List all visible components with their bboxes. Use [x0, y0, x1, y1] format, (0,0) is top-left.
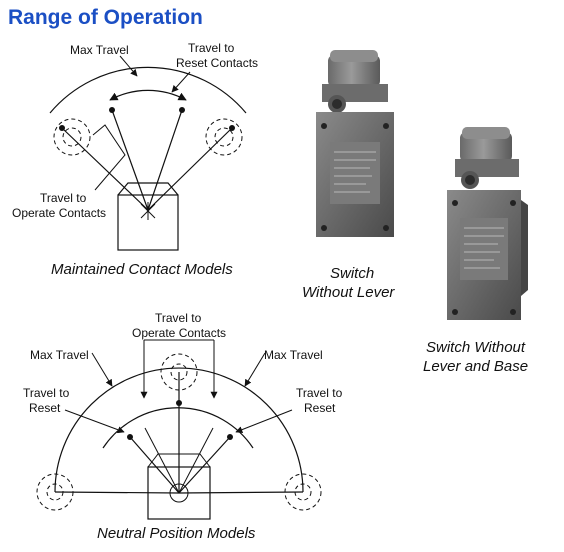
maintained-roller-right: [205, 118, 243, 156]
neutral-reset-leader-right: [235, 409, 293, 433]
maintained-lever-left: [61, 127, 149, 211]
maintained-reset-label-1: Travel to: [188, 41, 235, 55]
maintained-lever-mid-right: [147, 109, 183, 211]
maintained-operate-label-2: Operate Contacts: [12, 206, 106, 220]
maintained-reset-arc: [109, 89, 187, 101]
neutral-position-diagram: Travel to Operate Contacts Max Travel Ma…: [23, 311, 343, 542]
maintained-dot-right: [229, 125, 235, 131]
maintained-max-leader: [119, 55, 138, 77]
maintained-switch-head: [117, 182, 179, 196]
maintained-contact-diagram: Max Travel Travel to Reset Contacts Trav…: [12, 41, 258, 278]
maintained-operate-leader: [92, 124, 126, 191]
neutral-lever-left: [54, 491, 180, 494]
neutral-operate-label-2: Operate Contacts: [132, 326, 226, 340]
maintained-dot-mid-left: [109, 107, 115, 113]
maintained-dot-mid-right: [179, 107, 185, 113]
maintained-reset-leader: [171, 71, 191, 93]
maintained-outer-arc: [49, 66, 247, 114]
switch-without-lever-photo: [316, 50, 394, 237]
maintained-roller-left: [53, 118, 91, 156]
maintained-operate-label-1: Travel to: [40, 191, 87, 205]
neutral-lever-right: [178, 491, 304, 494]
switch-without-lever-caption-1: Switch: [330, 265, 374, 282]
neutral-reset-right-label-2: Reset: [304, 401, 336, 415]
switch-without-lever-caption-2: Without Lever: [302, 284, 395, 301]
maintained-lever-right: [147, 127, 233, 211]
neutral-caption: Neutral Position Models: [97, 525, 256, 542]
neutral-outer-arc: [54, 367, 304, 493]
neutral-dot-reset-left: [127, 434, 133, 440]
neutral-reset-right-label-1: Travel to: [296, 386, 343, 400]
neutral-reset-left-label-1: Travel to: [23, 386, 70, 400]
neutral-max-travel-left-label: Max Travel: [30, 348, 89, 362]
neutral-max-leader-left: [91, 352, 113, 387]
neutral-lever-reset-right: [178, 436, 231, 494]
neutral-reset-left-label-2: Reset: [29, 401, 61, 415]
neutral-max-leader-right: [244, 352, 266, 387]
page-title: Range of Operation: [8, 6, 203, 29]
neutral-dot-reset-right: [227, 434, 233, 440]
neutral-roller-left: [36, 473, 74, 511]
switch-without-lever-base-caption-2: Lever and Base: [423, 358, 528, 375]
neutral-reset-leader-left: [64, 409, 125, 434]
maintained-switch-body: [117, 194, 179, 251]
maintained-dot-left: [59, 125, 65, 131]
maintained-lever-mid-left: [111, 109, 149, 211]
maintained-caption: Maintained Contact Models: [51, 261, 233, 278]
neutral-roller-top: [160, 353, 198, 391]
switch-without-lever-and-base-photo: [447, 127, 528, 320]
switch-without-lever-base-caption-1: Switch Without: [426, 339, 526, 356]
neutral-lever-reset-left: [129, 436, 180, 494]
neutral-reset-arc: [102, 407, 254, 449]
neutral-roller-right: [284, 473, 322, 511]
neutral-max-travel-right-label: Max Travel: [264, 348, 323, 362]
maintained-max-travel-label: Max Travel: [70, 43, 129, 57]
maintained-reset-label-2: Reset Contacts: [176, 56, 258, 70]
neutral-operate-label-1: Travel to: [155, 311, 202, 325]
